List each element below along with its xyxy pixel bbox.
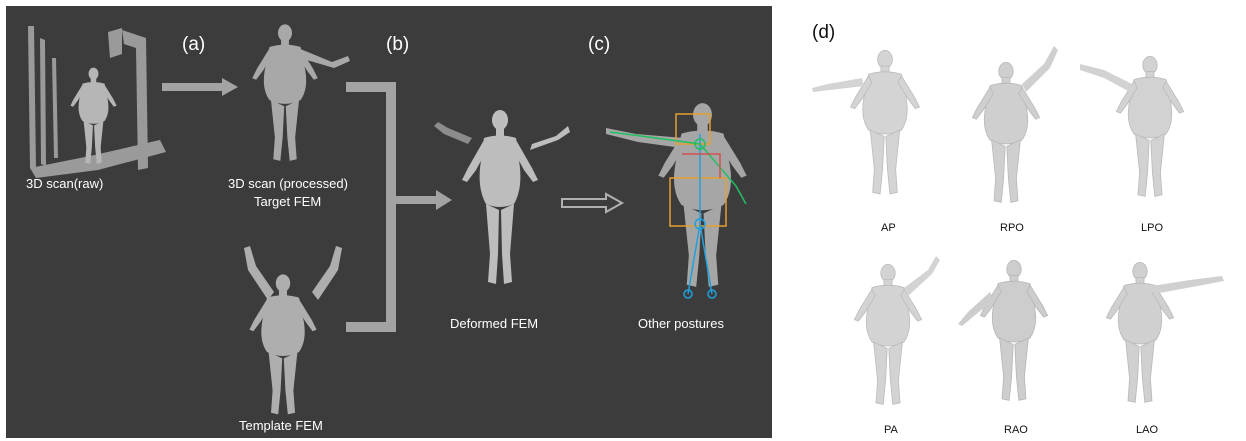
pose-pa-figure <box>830 252 960 418</box>
step-c-label: (c) <box>588 34 610 56</box>
pose-rpo-label: RPO <box>1000 222 1024 234</box>
pose-lao-figure <box>1090 252 1240 418</box>
pose-ap-figure <box>808 44 948 214</box>
pose-rao-image <box>950 252 1080 418</box>
template-fem-label: Template FEM <box>239 418 323 433</box>
target-fem-figure <box>228 18 358 164</box>
pose-pa-label: PA <box>884 424 898 436</box>
other-postures-label: Other postures <box>638 316 724 331</box>
pose-lpo-label: LPO <box>1141 222 1163 234</box>
template-fem-image <box>228 240 358 416</box>
deformed-fem-figure <box>420 96 580 306</box>
pose-ap-image <box>808 44 948 214</box>
pose-lpo-image <box>1074 44 1214 214</box>
pose-lao-label: LAO <box>1136 424 1158 436</box>
raw-scan-figure <box>18 18 168 178</box>
pose-pa-image <box>830 252 960 418</box>
pose-rao-figure <box>950 252 1080 418</box>
pose-rpo-image <box>946 44 1076 214</box>
deformed-fem-label: Deformed FEM <box>450 316 538 331</box>
step-b-label: (b) <box>386 34 409 56</box>
scan-raw-label: 3D scan(raw) <box>26 176 103 191</box>
rigged-figure <box>596 94 766 310</box>
raw-scan-image <box>18 18 168 178</box>
pose-lpo-figure <box>1074 44 1214 214</box>
deformed-fem-image <box>420 96 580 306</box>
pose-lao-image <box>1090 252 1240 418</box>
target-fem-image <box>228 18 358 164</box>
pose-rpo-figure <box>946 44 1076 214</box>
rigged-skeleton-image <box>596 94 766 310</box>
pose-ap-label: AP <box>881 222 896 234</box>
step-a-label: (a) <box>182 34 205 56</box>
pose-rao-label: RAO <box>1004 424 1028 436</box>
scan-processed-label: 3D scan (processed) <box>228 176 348 191</box>
target-fem-label: Target FEM <box>254 194 321 209</box>
template-fem-figure <box>228 240 358 416</box>
step-d-label: (d) <box>812 22 835 44</box>
